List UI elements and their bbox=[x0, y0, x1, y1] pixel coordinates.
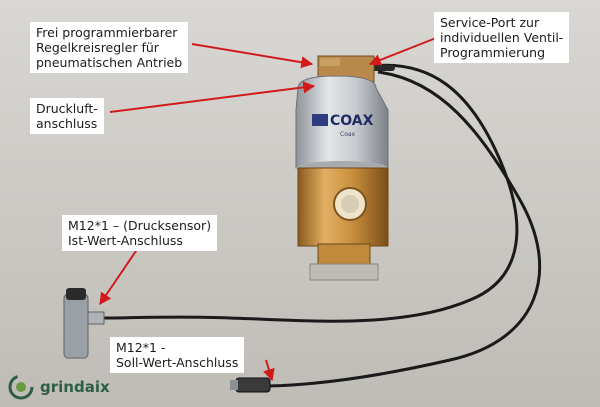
callout-sensor-connection: M12*1 – (Drucksensor) Ist-Wert-Anschluss bbox=[62, 215, 218, 251]
setpoint-cable bbox=[267, 70, 542, 388]
callout-controller: Frei programmierbarer Regelkreisregler f… bbox=[30, 22, 189, 73]
arrow-air-connection bbox=[109, 81, 316, 113]
grindaix-logo-icon bbox=[8, 374, 34, 400]
mounting-bracket bbox=[309, 263, 379, 281]
pressure-sensor-body bbox=[63, 293, 89, 359]
pressure-sensor-cap bbox=[66, 288, 86, 300]
sight-window-inner bbox=[341, 195, 359, 213]
company-logo-text: grindaix bbox=[40, 378, 110, 396]
sensor-cable bbox=[101, 63, 519, 323]
arrow-service-port bbox=[368, 37, 437, 66]
setpoint-connector bbox=[235, 377, 271, 393]
arrow-controller bbox=[191, 43, 314, 69]
actuator-housing bbox=[295, 75, 389, 169]
callout-service-port: Service-Port zur individuellen Ventil- P… bbox=[434, 12, 570, 63]
valve-small-label: Coax bbox=[340, 131, 356, 138]
arrow-sensor bbox=[99, 247, 139, 305]
air-connection-block bbox=[320, 58, 340, 66]
arrow-setpoint bbox=[263, 359, 275, 382]
valve-brand-label: COAX bbox=[330, 113, 374, 129]
callout-air-connection: Druckluft- anschluss bbox=[30, 98, 104, 134]
coax-logo-mark bbox=[312, 114, 328, 126]
brass-outlet bbox=[317, 243, 371, 265]
sensor-connector bbox=[87, 311, 105, 325]
setpoint-connector-nut bbox=[230, 380, 238, 390]
callout-setpoint-connection: M12*1 - Soll-Wert-Anschluss bbox=[110, 337, 245, 373]
company-logo: grindaix bbox=[6, 372, 110, 402]
